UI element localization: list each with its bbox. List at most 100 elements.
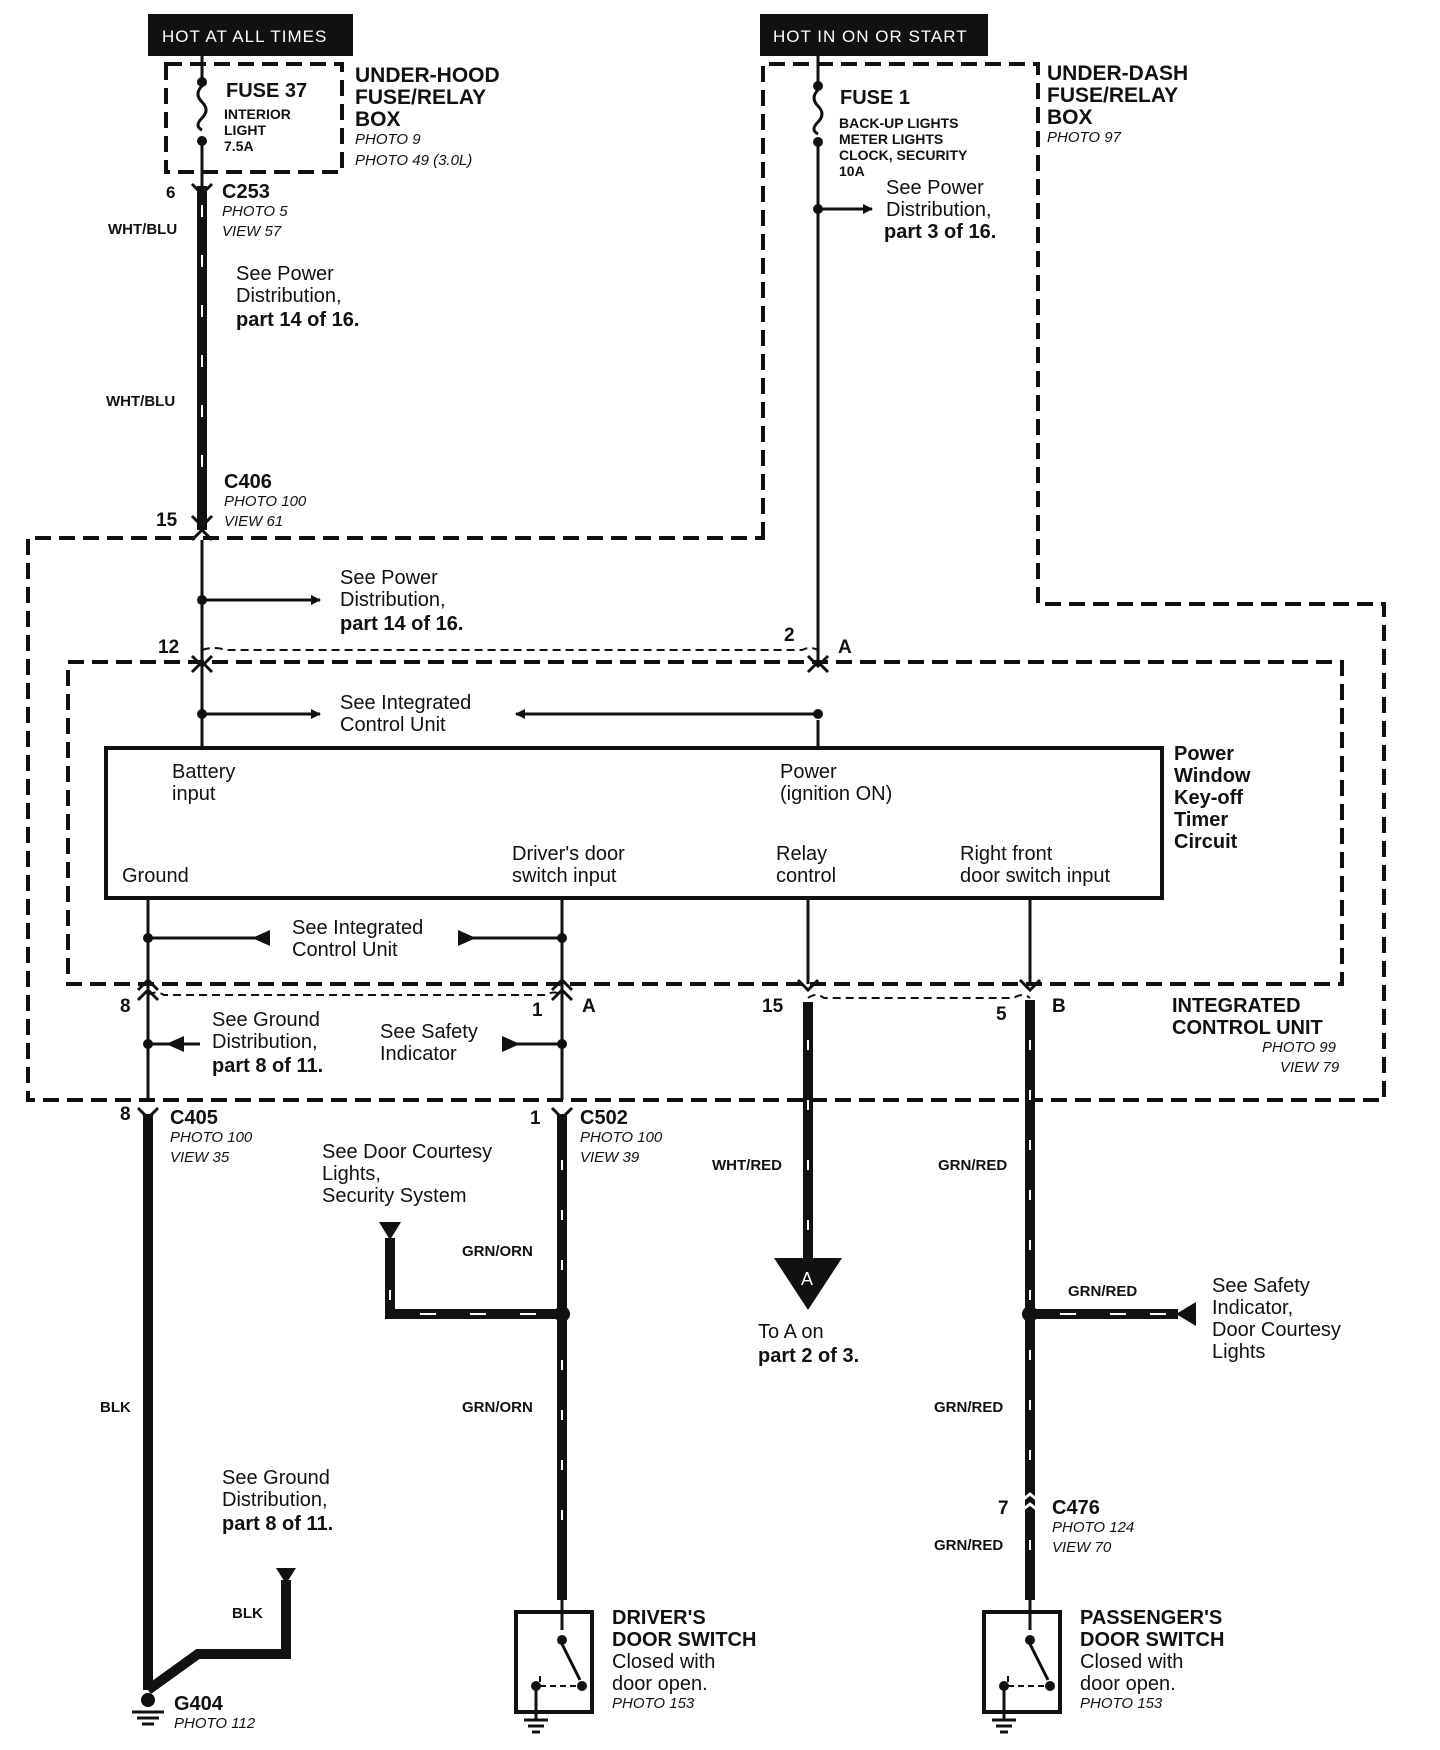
pin-a-top: A — [838, 637, 852, 658]
circuit-name-2: Window — [1174, 765, 1251, 787]
pin-8: 8 — [120, 996, 131, 1017]
c405-view: VIEW 35 — [170, 1149, 230, 1166]
label-power-2: (ignition ON) — [780, 783, 892, 805]
ref-power-dist-14a-line2: Distribution, — [236, 285, 342, 307]
icu-photo: PHOTO 99 — [1262, 1039, 1337, 1056]
wire-wht-blu-2: WHT/BLU — [106, 393, 175, 410]
off-page-arrow-a — [774, 1258, 842, 1310]
c476-photo: PHOTO 124 — [1052, 1519, 1134, 1536]
passenger-switch-photo: PHOTO 153 — [1080, 1695, 1163, 1712]
driver-switch-desc-1: Closed with — [612, 1651, 715, 1673]
g404-name: G404 — [174, 1693, 224, 1715]
wire-blk-1: BLK — [100, 1399, 131, 1416]
passenger-switch-desc-2: door open. — [1080, 1673, 1176, 1695]
pin-12: 12 — [158, 637, 179, 658]
wire-grn-red-2: GRN/RED — [1068, 1283, 1137, 1300]
passengers-door-switch-icon — [982, 1600, 1062, 1734]
icu-boundary — [66, 660, 1344, 986]
ground-g404-icon — [132, 1693, 164, 1726]
c405-pin: 8 — [120, 1104, 131, 1125]
fuse-1-desc-1: BACK-UP LIGHTS — [839, 115, 959, 131]
g404-photo: PHOTO 112 — [174, 1715, 256, 1732]
circuit-name-5: Circuit — [1174, 831, 1238, 853]
ref-safety-courtesy-line1: See Safety — [1212, 1275, 1310, 1297]
ref-to-a-line2: part 2 of 3. — [758, 1345, 859, 1367]
circuit-name-3: Key-off — [1174, 787, 1243, 809]
c502-pin: 1 — [530, 1108, 541, 1129]
pin-15: 15 — [762, 996, 784, 1017]
fuse-1-icon — [812, 88, 824, 136]
fuse-1-desc-4: 10A — [839, 163, 865, 179]
ref-door-courtesy-line3: Security System — [322, 1185, 466, 1207]
driver-switch-photo: PHOTO 153 — [612, 1695, 695, 1712]
underdash-fuse-box — [26, 62, 1386, 1102]
fuse-1-desc-3: CLOCK, SECURITY — [839, 147, 968, 163]
label-driver-sw-2: switch input — [512, 865, 617, 887]
wire-wht-blu-1: WHT/BLU — [108, 221, 177, 238]
fuse-37-icon — [196, 84, 208, 132]
label-relay-2: control — [776, 865, 836, 887]
ref-power-dist-3-line3: part 3 of 16. — [884, 221, 996, 243]
fuse-37-desc-1: INTERIOR — [224, 106, 291, 122]
pin-2: 2 — [784, 625, 795, 646]
passenger-switch-name-1: PASSENGER'S — [1080, 1607, 1222, 1629]
ref-power-dist-3-line1: See Power — [886, 177, 984, 199]
label-battery-2: input — [172, 783, 216, 805]
c253-view: VIEW 57 — [222, 223, 282, 240]
c253-name: C253 — [222, 181, 270, 203]
c405-name: C405 — [170, 1107, 218, 1129]
ref-icu-top-line1: See Integrated — [340, 692, 471, 714]
hot-at-all-times-label: HOT AT ALL TIMES — [162, 27, 327, 46]
ref-icu-bottom-line1: See Integrated — [292, 917, 423, 939]
c253-connector-icon — [190, 182, 214, 197]
c406-photo: PHOTO 100 — [224, 493, 307, 510]
underhood-box-name-3: BOX — [355, 108, 401, 131]
c476-name: C476 — [1052, 1497, 1100, 1519]
ref-ground-dist-a-line3: part 8 of 11. — [212, 1055, 323, 1077]
ref-ground-dist-a-line2: Distribution, — [212, 1031, 318, 1053]
c405-photo: PHOTO 100 — [170, 1129, 253, 1146]
key-off-timer-box — [104, 746, 1164, 900]
c253-pin: 6 — [166, 183, 175, 202]
fuse-37-desc-2: LIGHT — [224, 122, 266, 138]
fuse-37-desc-3: 7.5A — [224, 138, 254, 154]
ref-safety-ind-line2: Indicator — [380, 1043, 457, 1065]
ref-door-courtesy-line2: Lights, — [322, 1163, 381, 1185]
wire-wht-red: WHT/RED — [712, 1157, 782, 1174]
circuit-name-1: Power — [1174, 743, 1234, 765]
underdash-box-name-2: FUSE/RELAY — [1047, 84, 1178, 107]
ref-icu-top-line2: Control Unit — [340, 714, 446, 736]
c476-pin: 7 — [998, 1498, 1009, 1519]
driver-switch-name-1: DRIVER'S — [612, 1607, 706, 1629]
c476-view: VIEW 70 — [1052, 1539, 1112, 1556]
label-battery-1: Battery — [172, 761, 235, 783]
c502-view: VIEW 39 — [580, 1149, 640, 1166]
ref-safety-courtesy-line4: Lights — [1212, 1341, 1265, 1363]
underhood-box-name-1: UNDER-HOOD — [355, 64, 500, 87]
wire-blk-2: BLK — [232, 1605, 263, 1622]
ref-to-a-line1: To A on — [758, 1321, 824, 1343]
fuse-1-title: FUSE 1 — [840, 87, 910, 109]
ref-power-dist-14b-line2: Distribution, — [340, 589, 446, 611]
ref-ground-dist-b-line2: Distribution, — [222, 1489, 328, 1511]
c406-pin: 15 — [156, 510, 178, 531]
icu-view: VIEW 79 — [1280, 1059, 1340, 1076]
underhood-photo-2: PHOTO 49 (3.0L) — [355, 152, 472, 169]
hot-in-on-tag: HOT IN ON OR START — [760, 14, 988, 56]
off-page-arrow-letter: A — [801, 1269, 813, 1289]
ref-door-courtesy-line1: See Door Courtesy — [322, 1141, 492, 1163]
ref-power-dist-14b-line3: part 14 of 16. — [340, 613, 463, 635]
wire-grn-red-4: GRN/RED — [934, 1537, 1003, 1554]
wire-grn-orn-2: GRN/ORN — [462, 1399, 533, 1416]
c476-connector-icon — [1019, 1492, 1041, 1514]
ref-icu-bottom-line2: Control Unit — [292, 939, 398, 961]
underhood-photo-1: PHOTO 9 — [355, 131, 421, 148]
underdash-box-name-3: BOX — [1047, 106, 1093, 129]
label-power-1: Power — [780, 761, 837, 783]
drivers-door-switch-icon — [514, 1600, 594, 1734]
ref-power-dist-3-line2: Distribution, — [886, 199, 992, 221]
pin-b: B — [1052, 996, 1066, 1017]
driver-switch-name-2: DOOR SWITCH — [612, 1629, 756, 1651]
ref-power-dist-14a-line3: part 14 of 16. — [236, 309, 359, 331]
